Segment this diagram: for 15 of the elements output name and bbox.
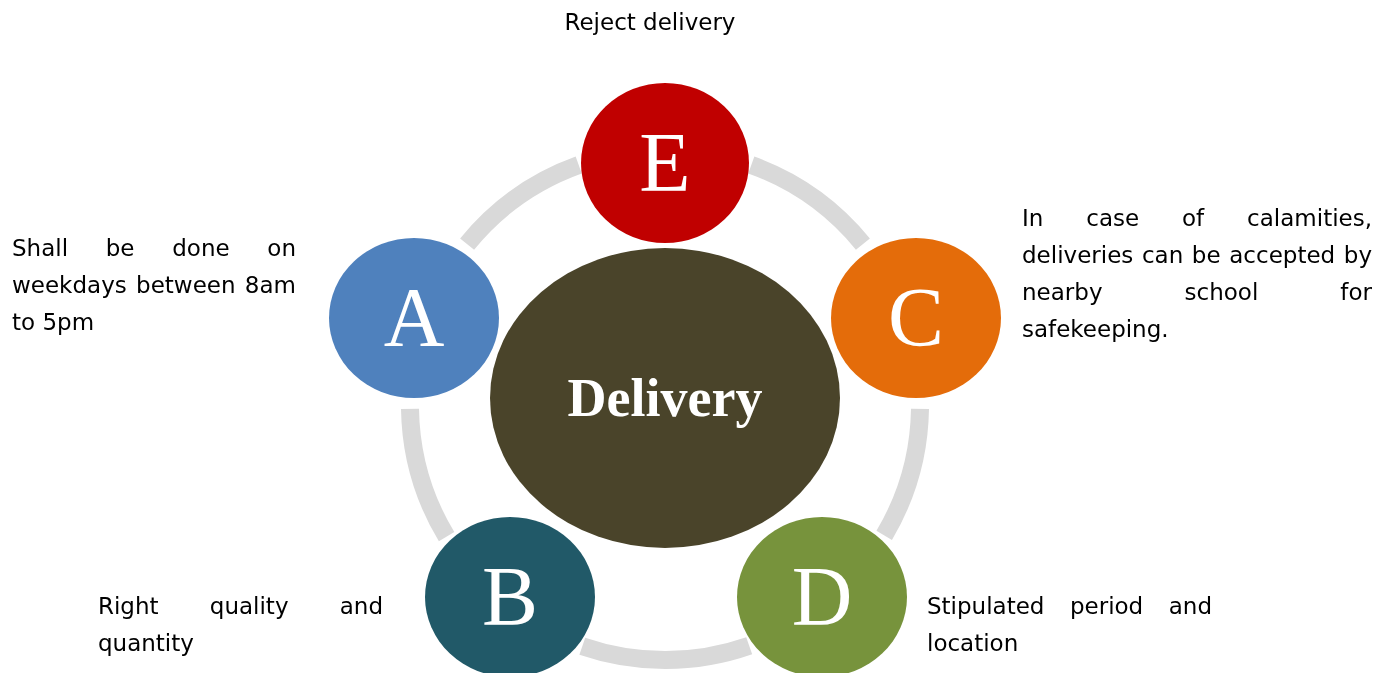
ring-connector [460,156,583,251]
circle-letter: A [383,276,445,360]
description-text: Stipulated period and location [927,592,1212,658]
description-text: In case of calamities, deliveries can be accepted by nearby school for safekeeping. [1022,204,1372,344]
description-text: Right quality and quantity [98,592,383,658]
ring-connector [876,408,929,540]
ring-connector [579,637,752,669]
circle-letter: B [482,555,538,639]
circle-letter: D [791,555,853,639]
circle-letter: E [639,121,691,205]
description-text: Reject delivery [563,8,737,37]
ring-connector [401,408,455,541]
description-text: Shall be done on weekdays between 8am to 5pm [12,234,296,337]
circle-letter: C [888,276,944,360]
ring-connector [747,156,870,251]
